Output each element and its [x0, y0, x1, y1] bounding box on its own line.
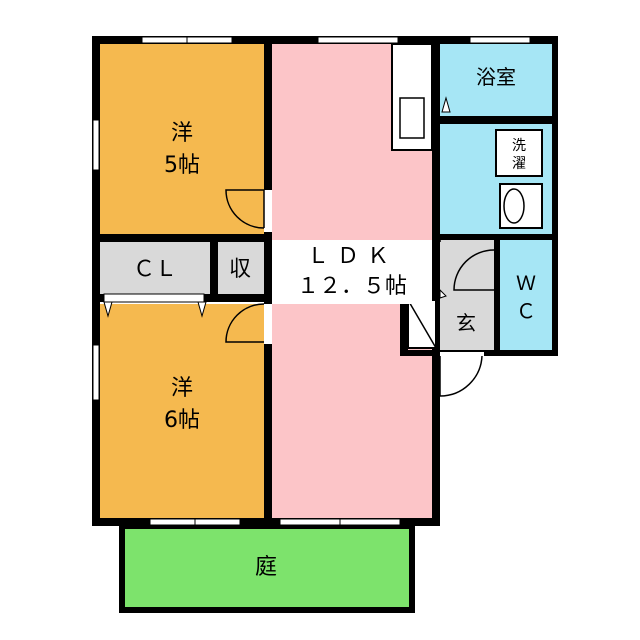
doors — [225, 189, 495, 397]
ldk-size-label: １２．５帖 — [297, 274, 407, 299]
laundry-label-2: 濯 — [512, 156, 526, 172]
garden-label: 庭 — [255, 555, 277, 580]
ldk-label-bg — [272, 240, 432, 304]
western2-size-label: 6帖 — [164, 408, 200, 433]
washbasin — [499, 183, 543, 229]
bath-door-marker — [441, 96, 451, 113]
storage-area — [216, 240, 266, 295]
storage-label: 収 — [229, 257, 251, 282]
laundry-pan — [495, 129, 543, 177]
kitchen-counter — [391, 43, 433, 151]
bath-label: 浴室 — [476, 65, 516, 89]
garden-outline — [119, 523, 415, 613]
wc-area — [500, 240, 552, 352]
western1-size-label: 5帖 — [164, 153, 200, 178]
western-room-2 — [98, 304, 266, 518]
shoe-box — [407, 299, 437, 349]
entrance-marker — [439, 288, 447, 299]
closet-area — [98, 240, 212, 295]
wc-label-2: Ｃ — [516, 299, 536, 323]
western2-type-label: 洋 — [171, 376, 193, 401]
windows — [92, 36, 531, 526]
garden-area — [122, 526, 410, 608]
entrance-area — [440, 240, 496, 352]
western-room-1 — [98, 42, 266, 236]
laundry-label-1: 洗 — [512, 138, 526, 154]
western1-type-label: 洋 — [171, 121, 193, 146]
closet-doors — [103, 293, 207, 318]
bath-area — [440, 42, 552, 118]
ldk-type-label: ＬＤＫ — [307, 244, 397, 269]
entrance-label: 玄 — [456, 311, 476, 335]
wc-label-1: Ｗ — [516, 271, 536, 295]
closet-label: ＣＬ — [133, 257, 177, 282]
